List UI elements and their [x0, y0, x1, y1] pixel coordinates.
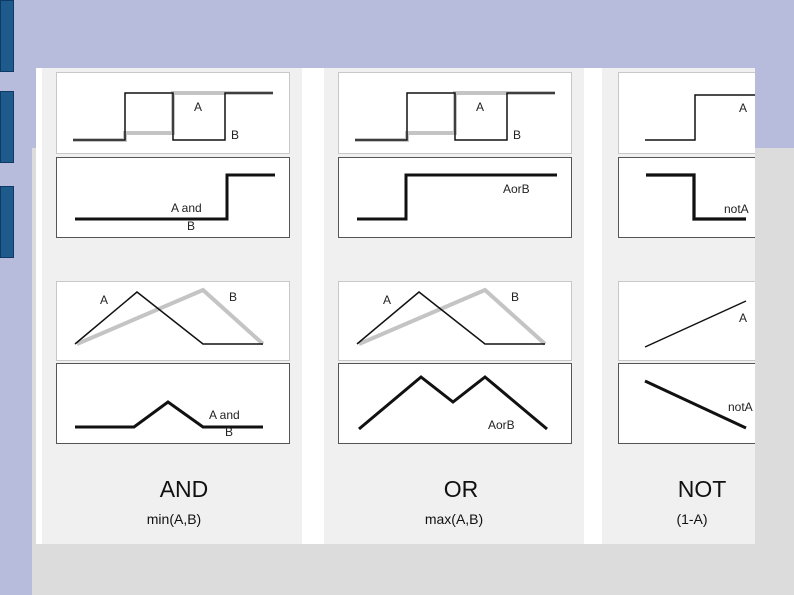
and-tri-result: A and B [56, 363, 290, 444]
and-step-result: A and B [56, 157, 290, 238]
and-title: AND [159, 476, 209, 502]
or-formula: max(A,B) [424, 511, 484, 527]
or-tri-inputs: A B [338, 281, 572, 361]
not-step-inputs: A [618, 72, 755, 154]
not-step-result: notA [618, 157, 755, 238]
and-tri-result-label-2: B [225, 425, 233, 439]
not-title: NOT [677, 476, 727, 502]
and-step-result-label-2: B [187, 219, 195, 233]
or-tri-result-label: AorB [488, 418, 515, 432]
and-formula: min(A,B) [146, 511, 202, 527]
or-step-label-b: B [513, 128, 521, 142]
and-step-inputs: A B [56, 72, 290, 154]
not-step-label-a: A [739, 101, 747, 115]
side-tab-3 [0, 186, 14, 258]
or-title: OR [443, 476, 479, 502]
or-step-inputs: A B [338, 72, 572, 154]
not-tri-inputs: A [618, 281, 755, 361]
not-tri-result-label: notA [728, 400, 753, 414]
and-tri-label-a: A [100, 293, 108, 307]
not-tri-label-a: A [739, 311, 747, 325]
or-tri-label-b: B [511, 290, 519, 304]
and-step-result-label-1: A and [171, 201, 202, 215]
side-tab-2 [0, 91, 14, 163]
and-tri-inputs: A B [56, 281, 290, 361]
side-tab-1 [0, 0, 14, 72]
or-tri-result: AorB [338, 363, 572, 444]
and-step-label-b: B [231, 128, 239, 142]
and-tri-label-b: B [229, 290, 237, 304]
or-tri-label-a: A [383, 293, 391, 307]
or-step-result: AorB [338, 157, 572, 238]
not-formula: (1-A) [676, 511, 708, 527]
not-tri-result: notA [618, 363, 755, 444]
or-step-result-label: AorB [503, 182, 530, 196]
or-step-label-a: A [476, 100, 484, 114]
and-step-label-a: A [194, 100, 202, 114]
not-step-result-label: notA [724, 202, 749, 216]
and-tri-result-label-1: A and [209, 408, 240, 422]
